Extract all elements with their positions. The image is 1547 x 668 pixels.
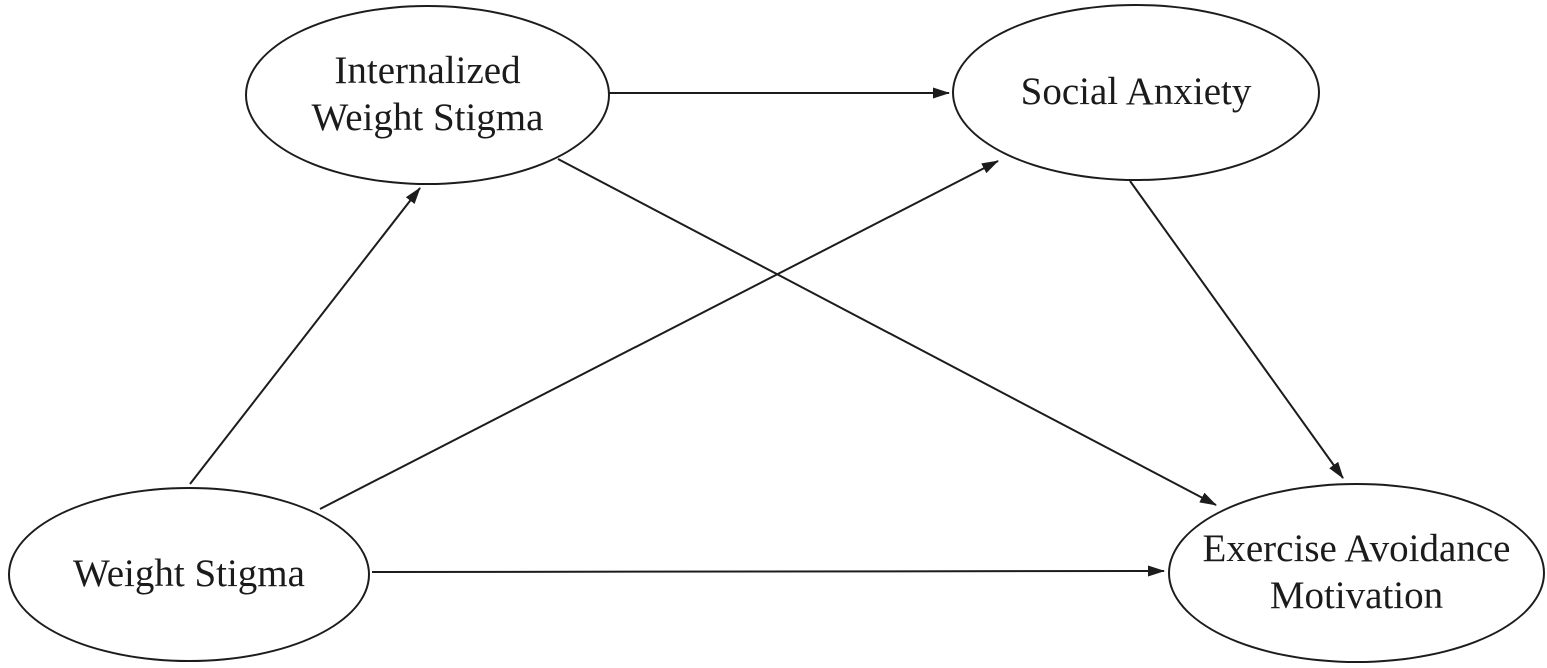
node-label: Internalized Weight Stigma [312, 48, 544, 142]
node-exercise-avoidance-motivation: Exercise Avoidance Motivation [1168, 483, 1545, 663]
edge-social-anxiety-to-exercise-avoidance-motivation [1129, 180, 1344, 479]
edge-weight-stigma-to-exercise-avoidance-motivation [371, 565, 1165, 577]
edge-weight-stigma-to-internalized-weight-stigma [189, 187, 421, 485]
node-label: Weight Stigma [73, 551, 305, 598]
node-label: Social Anxiety [1021, 69, 1252, 116]
node-weight-stigma: Weight Stigma [8, 487, 370, 662]
node-label-line2: Motivation [1269, 574, 1444, 617]
edge-internalized-weight-stigma-to-exercise-avoidance-motivation [557, 158, 1217, 506]
node-label-line1: Internalized [334, 49, 521, 93]
edge-weight-stigma-to-social-anxiety [319, 160, 999, 510]
node-internalized-weight-stigma: Internalized Weight Stigma [245, 5, 610, 185]
node-label-line2: Weight Stigma [311, 96, 544, 139]
node-label: Exercise Avoidance Motivation [1203, 526, 1511, 620]
node-label-line1: Weight Stigma [73, 552, 305, 596]
node-label-line1: Exercise Avoidance [1202, 527, 1511, 571]
node-social-anxiety: Social Anxiety [952, 4, 1320, 181]
node-label-line1: Social Anxiety [1020, 70, 1252, 114]
